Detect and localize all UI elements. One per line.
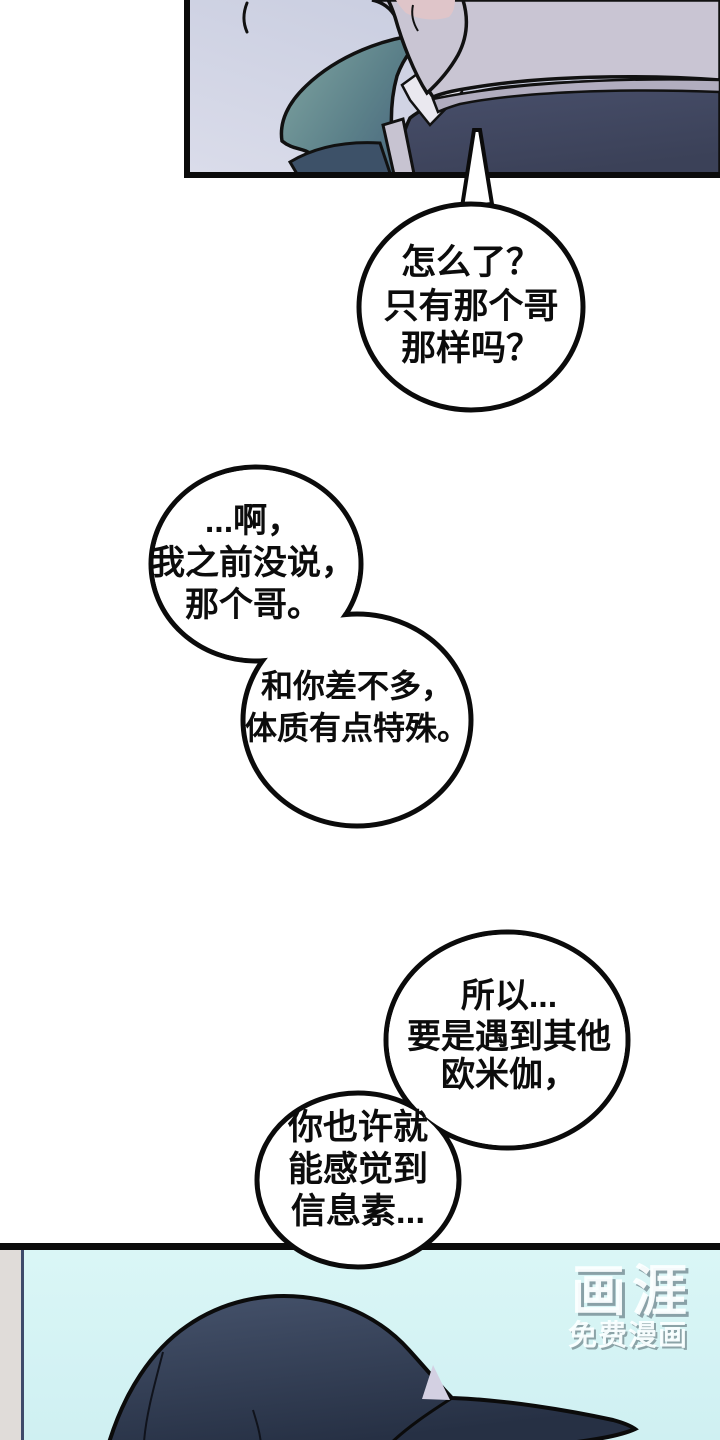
fabric-fold-art [431, 78, 720, 114]
baseball-cap-art [107, 1294, 639, 1440]
speech-bubble-3 [240, 611, 474, 829]
watermark-tagline: 免费漫画 [568, 1319, 688, 1352]
bubble-1-line-2: 只有那个哥 [383, 287, 558, 326]
wall-line-art [21, 1250, 24, 1440]
speech-bubble-4-fill [388, 934, 626, 1146]
panel-character-closeup [188, 0, 720, 172]
collar-crease-line [411, 4, 419, 32]
bubble-2-line-3: 那个哥。 [185, 586, 321, 624]
cap-crease-line-2 [252, 1409, 262, 1440]
bubble-4-line-3: 欧米伽， [441, 1056, 577, 1094]
watermark-tagline-shadow: 免费漫画 [570, 1321, 690, 1354]
panel1-border-bottom [184, 172, 720, 178]
speech-bubble-1 [356, 201, 586, 413]
huaya-watermark-logo: 画涯 [571, 1260, 693, 1322]
bubble-5-line-1: 你也许就 [287, 1108, 428, 1147]
bubble-4-line-1: 所以... [461, 977, 557, 1015]
panel1-border-left [184, 0, 190, 178]
bubble-5-line-3: 信息素... [291, 1191, 425, 1231]
cap-crease-line-1 [143, 1351, 164, 1440]
speech-bubble-2-fill [153, 469, 359, 659]
motion-line [242, 1, 249, 34]
cap-brim-line [392, 1396, 453, 1440]
bubble-1-line-1: 怎么了？ [401, 243, 541, 282]
collar-art [385, 0, 469, 96]
fabric-edge-art [381, 117, 416, 172]
speech-bubble-5 [254, 1090, 462, 1270]
neck-skin-art [396, 0, 455, 20]
bubble-5-line-2: 能感觉到 [288, 1150, 428, 1189]
wall-edge-art [0, 1250, 22, 1440]
bubble-4-line-2: 要是遇到其他 [407, 1018, 611, 1056]
panel-cap-scene: 画涯 画涯 免费漫画 免费漫画 [0, 1250, 720, 1440]
bubble-3-line-1: 和你差不多， [261, 668, 453, 704]
bubble-3-line-2: 体质有点特殊。 [245, 710, 469, 746]
watermark-logo-shadow: 画涯 [574, 1263, 696, 1325]
cap-logo-triangle [422, 1365, 450, 1400]
bubble-2-line-1: ...啊， [205, 502, 301, 540]
bubble-2-line-2: 我之前没说， [151, 544, 355, 582]
bubble-1-line-3: 那样吗？ [401, 329, 541, 368]
garment-shadow-art [287, 141, 392, 172]
